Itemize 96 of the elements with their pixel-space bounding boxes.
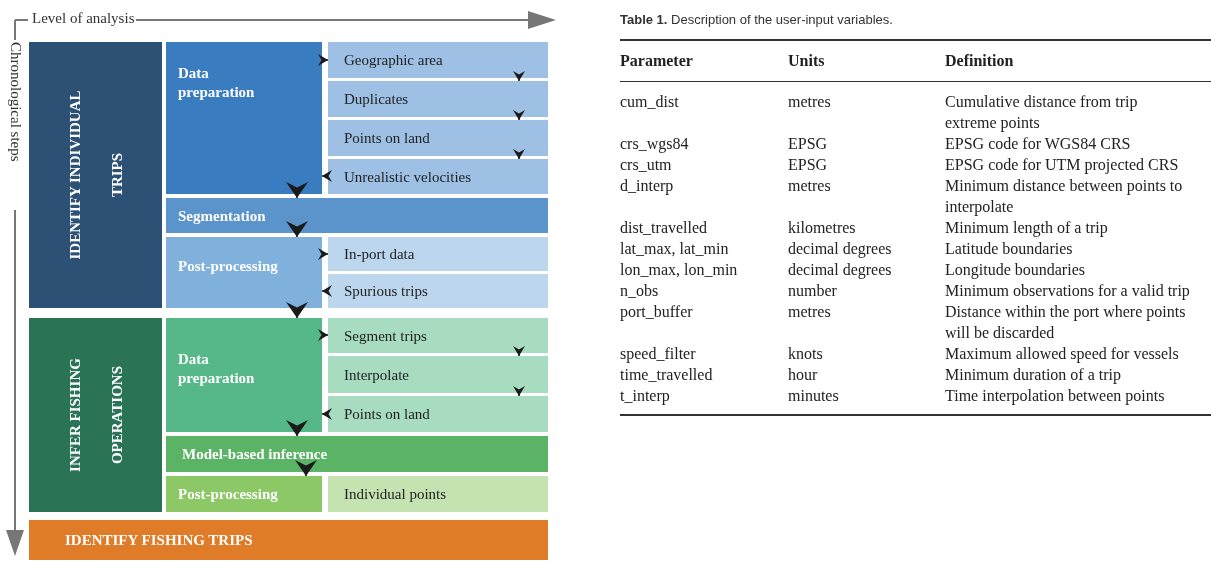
axis-label: Chronological steps (7, 42, 24, 162)
chevron-arrow (513, 149, 525, 160)
box-label: Model-based inference (182, 444, 328, 464)
box-label: Data preparation (178, 350, 256, 388)
substep-box (328, 237, 548, 271)
chevron-arrow (321, 285, 332, 297)
parameter-name: speed_filter (620, 343, 788, 364)
unit-text: metres (788, 175, 945, 217)
parameter-name: t_interp (620, 385, 788, 415)
box-label: Post-processing (178, 484, 278, 504)
parameter-name: port_buffer (620, 301, 788, 343)
box-label: Post-processing (178, 257, 278, 276)
parameter-name: time_travelled (620, 364, 788, 385)
column-header: Definition (945, 40, 1211, 82)
step-box (166, 198, 548, 233)
box-label: Unrealistic velocities (344, 167, 472, 186)
box-label: Individual points (344, 484, 447, 504)
unit-text: hour (788, 364, 945, 385)
step-box (166, 237, 322, 308)
parameter-name: crs_wgs84 (620, 133, 788, 154)
box-label: Data preparation (178, 64, 256, 102)
parameter-name: lon_max, lon_min (620, 259, 788, 280)
box-label: Spurious trips (344, 281, 428, 301)
chevron-arrow (286, 420, 308, 437)
substep-box (328, 396, 548, 432)
chevron-arrow (513, 71, 525, 82)
unit-text: metres (788, 81, 945, 133)
substep-box (328, 81, 548, 117)
parameter-name: d_interp (620, 175, 788, 217)
definition-text: Cumulative distance from trip extreme points (945, 81, 1211, 133)
box-label: Interpolate (344, 365, 409, 384)
step-box (166, 42, 322, 194)
step-box (166, 436, 548, 472)
parameter-name: cum_dist (620, 81, 788, 133)
definition-text: Maximum allowed speed for vessels (945, 344, 1180, 364)
column-header: Parameter (620, 40, 788, 82)
box-label: Duplicates (344, 89, 409, 109)
unit-text: EPSG (788, 154, 945, 175)
parameter-name: n_obs (620, 280, 788, 301)
definition-text: Minimum duration of a trip (945, 365, 1122, 385)
definition-text: Time interpolation between points (945, 385, 1211, 415)
definition-text: Minimum length of a trip (945, 218, 1109, 238)
substep-box (328, 42, 548, 78)
definition-text: Distance within the port where points will be discarded (945, 302, 1187, 343)
substep-box (328, 318, 548, 353)
substep-box (328, 476, 548, 512)
definition-text: Latitude boundaries (945, 239, 1074, 259)
step-box (29, 520, 548, 560)
chevron-arrow (318, 329, 329, 341)
definition-text: EPSG code for UTM projected CRS (945, 155, 1180, 175)
chevron-arrow (286, 221, 308, 238)
stage-band (29, 42, 162, 308)
definition-text: Minimum observations for a valid trip (945, 281, 1191, 301)
chevron-arrow (286, 302, 308, 319)
stage-band (29, 318, 162, 512)
box-label: Geographic area (344, 50, 443, 70)
definition-text: EPSG code for WGS84 CRS (945, 134, 1132, 154)
chevron-arrow (318, 248, 329, 260)
parameter-name: crs_utm (620, 154, 788, 175)
unit-text: number (788, 280, 945, 301)
substep-box (328, 274, 548, 308)
definition-text: Longitude boundaries (945, 260, 1086, 280)
box-label: Points on land (344, 128, 430, 148)
step-box (166, 318, 322, 432)
step-box (166, 476, 322, 512)
definition-text: Minimum distance between points to interpolate (945, 176, 1184, 217)
chevron-arrow (513, 346, 525, 357)
chevron-arrow (321, 170, 332, 182)
box-label: Segmentation (178, 206, 266, 225)
unit-text: kilometres (788, 217, 945, 238)
substep-box (328, 120, 548, 156)
column-header: Units (788, 40, 945, 82)
table-caption: Table 1. Description of the user-input variables. (620, 12, 893, 27)
parameter-name: lat_max, lat_min (620, 238, 788, 259)
chevron-arrow (513, 386, 525, 397)
unit-text: metres (788, 301, 945, 343)
box-label: INFER FISHING OPERATIONS (65, 357, 126, 474)
unit-text: decimal degrees (788, 238, 945, 259)
box-label: In-port data (344, 244, 415, 264)
unit-text: knots (788, 343, 945, 364)
unit-text: decimal degrees (788, 259, 945, 280)
chevron-arrow (318, 54, 329, 66)
axis-label: Level of analysis (30, 10, 137, 27)
box-label: IDENTIFY INDIVIDUAL TRIPS (65, 89, 126, 262)
chevron-arrow (295, 460, 317, 477)
box-label: IDENTIFY FISHING TRIPS (65, 530, 253, 550)
substep-box (328, 159, 548, 194)
chevron-arrow (513, 110, 525, 121)
unit-text: EPSG (788, 133, 945, 154)
box-label: Points on land (344, 404, 430, 424)
parameter-name: dist_travelled (620, 217, 788, 238)
box-label: Segment trips (344, 326, 427, 345)
chevron-arrow (321, 408, 332, 420)
unit-text: minutes (788, 385, 945, 415)
chevron-arrow (286, 182, 308, 199)
substep-box (328, 356, 548, 393)
